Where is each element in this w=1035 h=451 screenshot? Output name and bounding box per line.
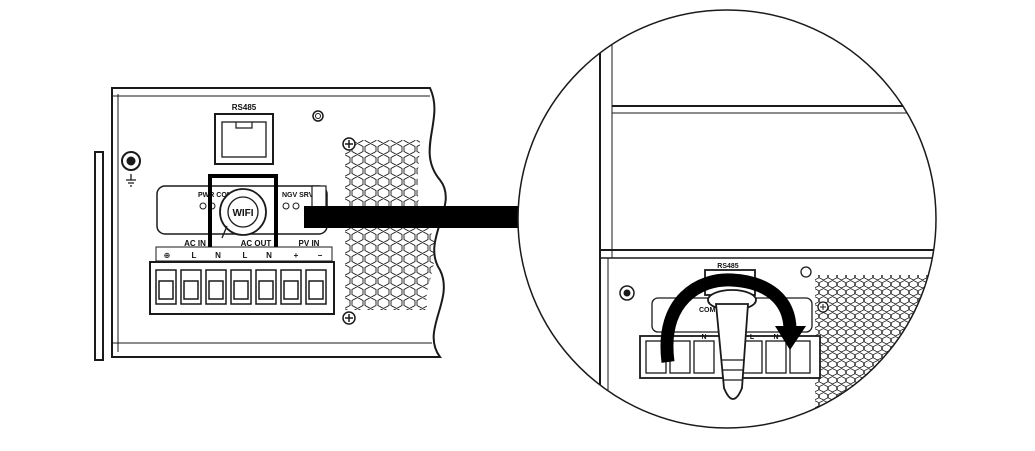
terminal-n1-label: N <box>215 251 221 260</box>
screw-icon <box>312 110 324 122</box>
ngv-srv-label: NGV SRV <box>282 192 314 199</box>
zoom-com-label: COM <box>699 307 716 314</box>
terminal-ground-label: ⊕ <box>164 251 171 260</box>
screw-icon <box>342 311 356 325</box>
terminal-l2-label: L <box>243 251 248 260</box>
zoom-t2-label: L <box>750 334 755 341</box>
ac-in-label: AC IN <box>184 239 206 248</box>
terminal-n2-label: N <box>266 251 272 260</box>
screw-icon <box>619 285 635 301</box>
pwr-com-label: PWR COM <box>198 192 233 199</box>
ground-icon <box>121 151 141 187</box>
wifi-antenna[interactable] <box>707 289 757 400</box>
zoom-detail: RS485 COM N L N <box>517 9 937 429</box>
screw-icon <box>817 301 829 313</box>
terminal-l1-label: L <box>192 251 197 260</box>
screw-icon <box>342 137 356 151</box>
terminal-plus-label: + <box>294 251 299 260</box>
mounting-bracket <box>94 151 104 361</box>
rs485-label: RS485 <box>232 103 257 112</box>
zoom-t3-label: N <box>773 334 778 341</box>
wifi-module[interactable]: WIFI <box>219 188 267 239</box>
inverter-panel: RS485 PWR COM NGV SRV WIFI AC IN AC OUT … <box>94 87 447 361</box>
terminal-minus-label: − <box>318 251 323 260</box>
rs485-zoom-label: RS485 <box>717 263 739 270</box>
pv-in-label: PV IN <box>299 239 320 248</box>
wifi-label: WIFI <box>232 208 253 219</box>
ac-out-label: AC OUT <box>241 239 272 248</box>
zoom-t1-label: N <box>701 334 706 341</box>
terminal-block <box>149 261 335 315</box>
rs485-port[interactable] <box>214 113 274 165</box>
screw-icon <box>800 266 812 278</box>
rotate-arrow-icon <box>660 273 806 363</box>
